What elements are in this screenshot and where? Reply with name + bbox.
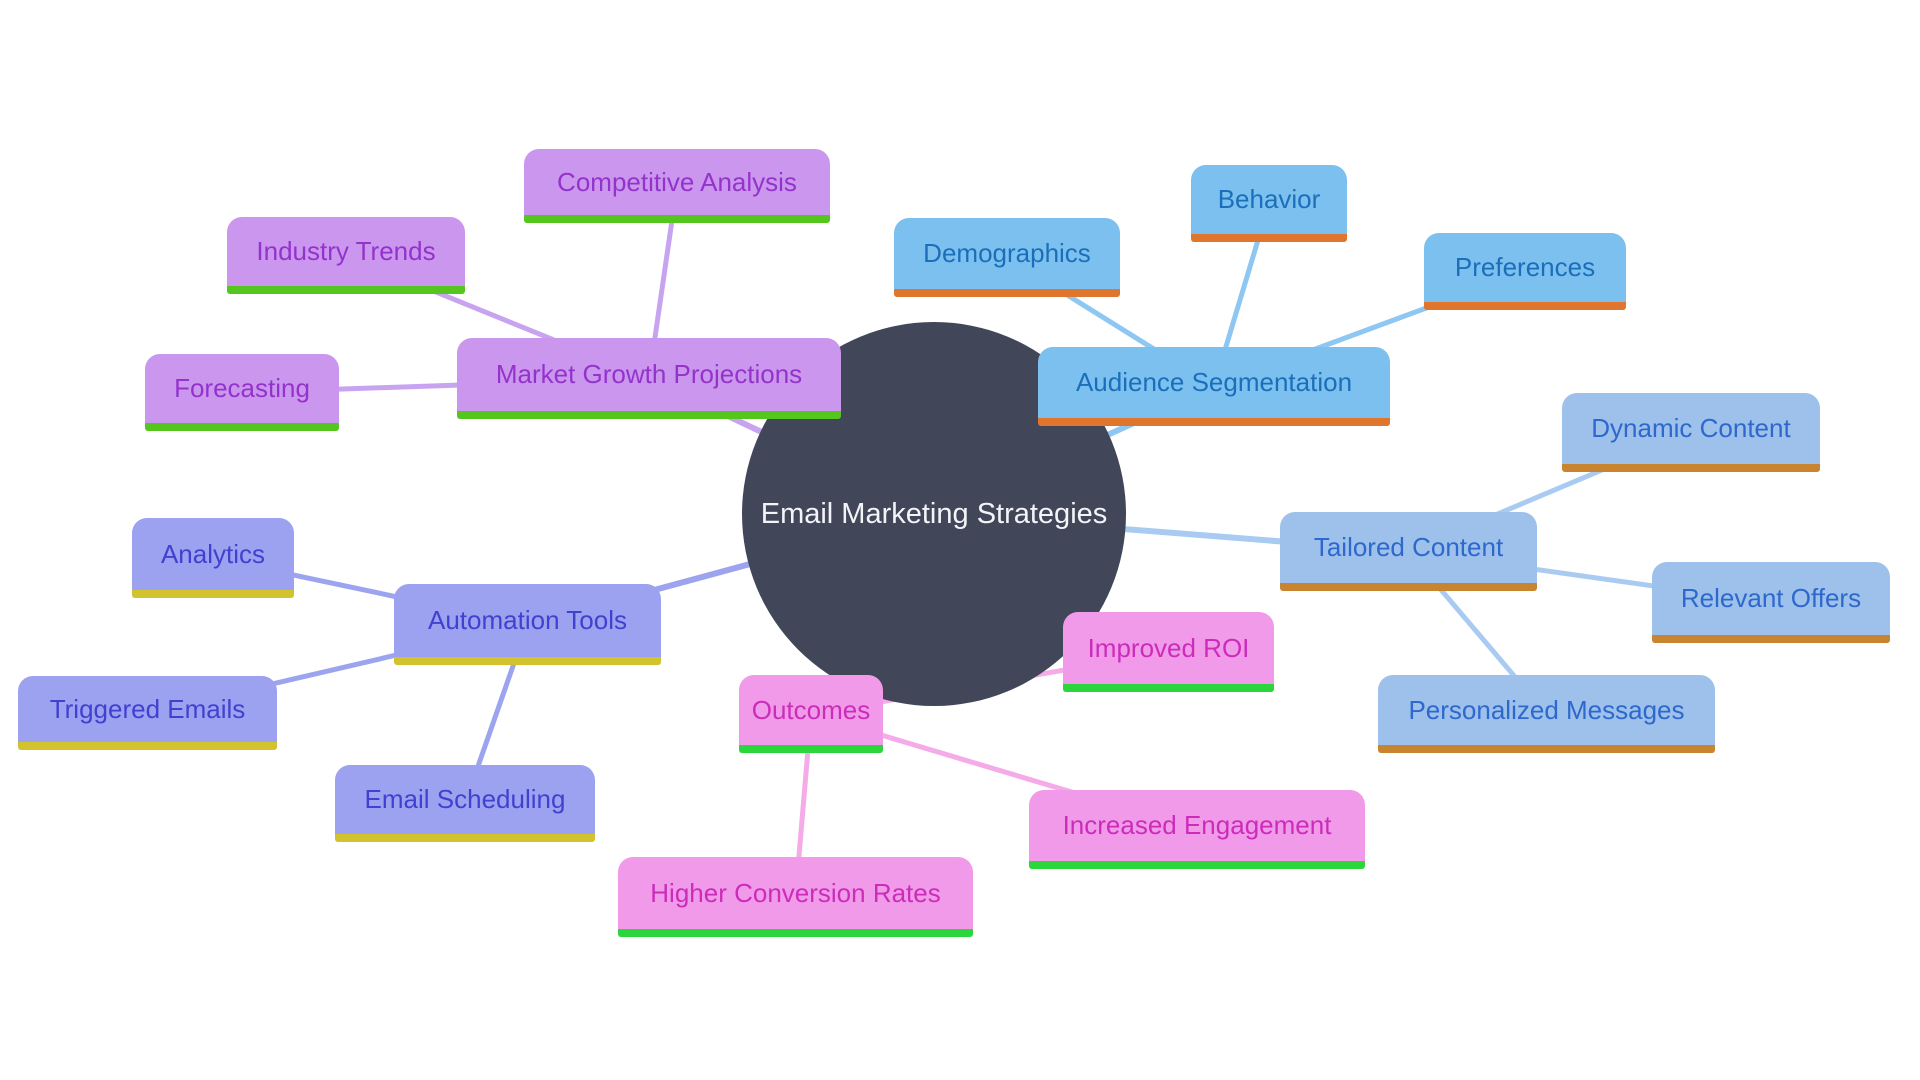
topic-node-label: Email Scheduling bbox=[364, 784, 566, 814]
topic-node-tailored-content-child-1[interactable]: Relevant Offers bbox=[1652, 562, 1890, 643]
topic-node-label: Automation Tools bbox=[428, 605, 627, 635]
topic-node-outcomes-child-1[interactable]: Increased Engagement bbox=[1029, 790, 1365, 869]
topic-node-label: Forecasting bbox=[174, 373, 310, 403]
topic-node-label: Relevant Offers bbox=[1680, 583, 1862, 613]
topic-node-automation-tools-child-2[interactable]: Email Scheduling bbox=[335, 765, 595, 842]
topic-node-outcomes[interactable]: Outcomes bbox=[739, 675, 883, 753]
topic-node-audience-segmentation-child-1[interactable]: Behavior bbox=[1191, 165, 1347, 242]
topic-node-audience-segmentation-child-2[interactable]: Preferences bbox=[1424, 233, 1626, 310]
topic-node-automation-tools[interactable]: Automation Tools bbox=[394, 584, 661, 665]
topic-node-label: Personalized Messages bbox=[1408, 694, 1685, 725]
topic-node-audience-segmentation[interactable]: Audience Segmentation bbox=[1038, 347, 1390, 426]
topic-node-automation-tools-child-1[interactable]: Triggered Emails bbox=[18, 676, 277, 750]
topic-node-label: Higher Conversion Rates bbox=[650, 877, 941, 908]
topic-node-label: Industry Trends bbox=[256, 236, 436, 266]
topic-node-label: Triggered Emails bbox=[49, 693, 246, 724]
topic-node-market-growth-projections-child-1[interactable]: Industry Trends bbox=[227, 217, 465, 294]
topic-node-audience-segmentation-child-0[interactable]: Demographics bbox=[894, 218, 1120, 297]
topic-node-label: Behavior bbox=[1217, 184, 1321, 214]
topic-node-market-growth-projections[interactable]: Market Growth Projections bbox=[457, 338, 841, 419]
topic-node-outcomes-child-0[interactable]: Improved ROI bbox=[1063, 612, 1274, 692]
topic-node-label: Outcomes bbox=[751, 694, 871, 725]
topic-node-outcomes-child-2[interactable]: Higher Conversion Rates bbox=[618, 857, 973, 937]
topic-node-market-growth-projections-child-2[interactable]: Forecasting bbox=[145, 354, 339, 431]
topic-node-label: Tailored Content bbox=[1313, 532, 1504, 562]
topic-node-tailored-content-child-2[interactable]: Personalized Messages bbox=[1378, 675, 1715, 753]
topic-node-tailored-content[interactable]: Tailored Content bbox=[1280, 512, 1537, 591]
topic-node-label: Audience Segmentation bbox=[1075, 367, 1353, 397]
topic-node-label: Competitive Analysis bbox=[557, 166, 797, 197]
topic-node-label: Analytics bbox=[160, 538, 266, 569]
central-topic-label: Email Marketing Strategies bbox=[760, 497, 1108, 530]
topic-node-automation-tools-child-0[interactable]: Analytics bbox=[132, 518, 294, 598]
topic-node-label: Increased Engagement bbox=[1062, 810, 1332, 840]
topic-node-tailored-content-child-0[interactable]: Dynamic Content bbox=[1562, 393, 1820, 472]
topic-node-label: Preferences bbox=[1454, 252, 1596, 282]
topic-node-label: Dynamic Content bbox=[1591, 413, 1791, 443]
topic-node-label: Demographics bbox=[923, 238, 1091, 268]
topic-node-label: Market Growth Projections bbox=[495, 359, 803, 389]
topic-node-market-growth-projections-child-0[interactable]: Competitive Analysis bbox=[524, 149, 830, 223]
topic-node-label: Improved ROI bbox=[1087, 632, 1250, 663]
